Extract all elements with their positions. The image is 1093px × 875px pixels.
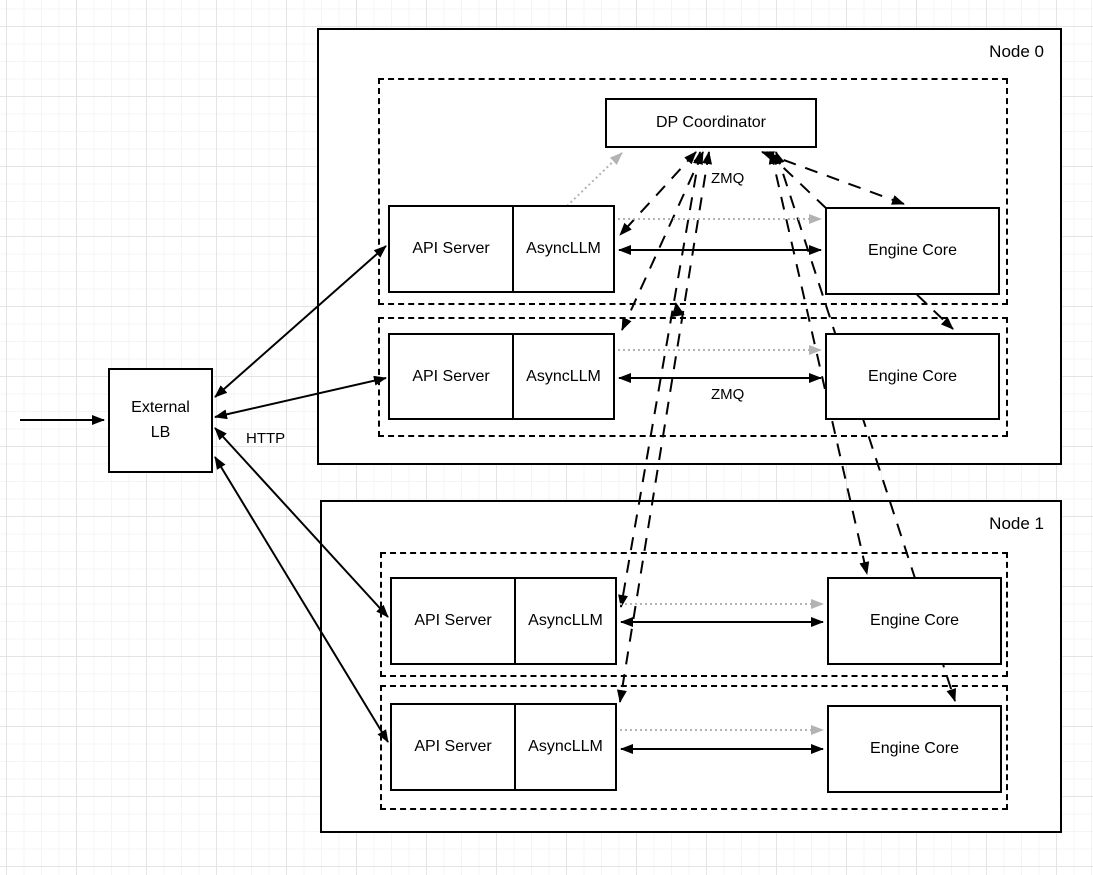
api-asyncllm-box-n0r1[interactable]: API Server AsyncLLM [388, 333, 615, 420]
external-lb-label-line1: External [131, 398, 190, 416]
dashed-coordinator-asyncllm-n0r0 [619, 151, 697, 236]
api-server-label: API Server [414, 738, 492, 755]
api-server-label: API Server [412, 367, 490, 385]
engine-core-box-n1r0[interactable]: Engine Core [827, 577, 1002, 665]
asyncllm-label: AsyncLLM [526, 367, 601, 385]
engine-core-label: Engine Core [868, 367, 957, 385]
dp-coordinator-label: DP Coordinator [656, 114, 766, 131]
api-server-label: API Server [414, 612, 492, 629]
zmq-label-coordinator: ZMQ [711, 170, 745, 187]
engine-core-box-n1r1[interactable]: Engine Core [827, 705, 1002, 793]
node1-label: Node 1 [989, 514, 1044, 533]
engine-core-label: Engine Core [868, 242, 957, 259]
zmq-label-row: ZMQ [711, 386, 745, 403]
http-label: HTTP [246, 430, 286, 447]
asyncllm-cell[interactable]: AsyncLLM [516, 579, 615, 663]
api-server-cell[interactable]: API Server [392, 579, 516, 663]
arrow-lb-api-n0r0 [214, 245, 387, 398]
dp-coordinator-box[interactable]: DP Coordinator [605, 98, 817, 148]
asyncllm-cell[interactable]: AsyncLLM [514, 335, 613, 418]
external-lb-label-line2: LB [150, 423, 171, 441]
engine-core-box-n0r1[interactable]: Engine Core [825, 333, 1000, 420]
engine-core-label: Engine Core [870, 612, 959, 629]
api-server-cell[interactable]: API Server [392, 705, 516, 789]
dashed-coordinator-engine-n0r0 [761, 151, 905, 205]
dashed-crossing-arrowhead [671, 302, 685, 318]
api-asyncllm-box-n0r0[interactable]: API Server AsyncLLM [388, 205, 615, 293]
external-lb-box[interactable]: External LB [108, 368, 213, 473]
dashed-coordinator-engine-n1r1 [774, 151, 957, 702]
node0-label: Node 0 [989, 42, 1044, 61]
engine-core-box-n0r0[interactable]: Engine Core [825, 207, 1000, 295]
arrow-lb-api-n1r0 [214, 427, 389, 618]
api-asyncllm-box-n1r0[interactable]: API Server AsyncLLM [390, 577, 617, 665]
dashed-coordinator-asyncllm-n1r1 [616, 151, 713, 703]
dotted-asyncllm-coordinator [566, 152, 623, 207]
asyncllm-label: AsyncLLM [528, 738, 603, 755]
dashed-coordinator-asyncllm-n0r1 [621, 151, 704, 331]
asyncllm-cell[interactable]: AsyncLLM [514, 207, 613, 291]
asyncllm-label: AsyncLLM [526, 240, 601, 257]
api-asyncllm-box-n1r1[interactable]: API Server AsyncLLM [390, 703, 617, 791]
asyncllm-label: AsyncLLM [528, 612, 603, 629]
api-server-cell[interactable]: API Server [390, 335, 514, 418]
arrow-lb-api-n0r1 [214, 375, 387, 420]
api-server-label: API Server [412, 240, 490, 257]
api-server-cell[interactable]: API Server [390, 207, 514, 291]
arrow-lb-api-n1r1 [214, 456, 389, 743]
engine-core-label: Engine Core [870, 740, 959, 757]
asyncllm-cell[interactable]: AsyncLLM [516, 705, 615, 789]
